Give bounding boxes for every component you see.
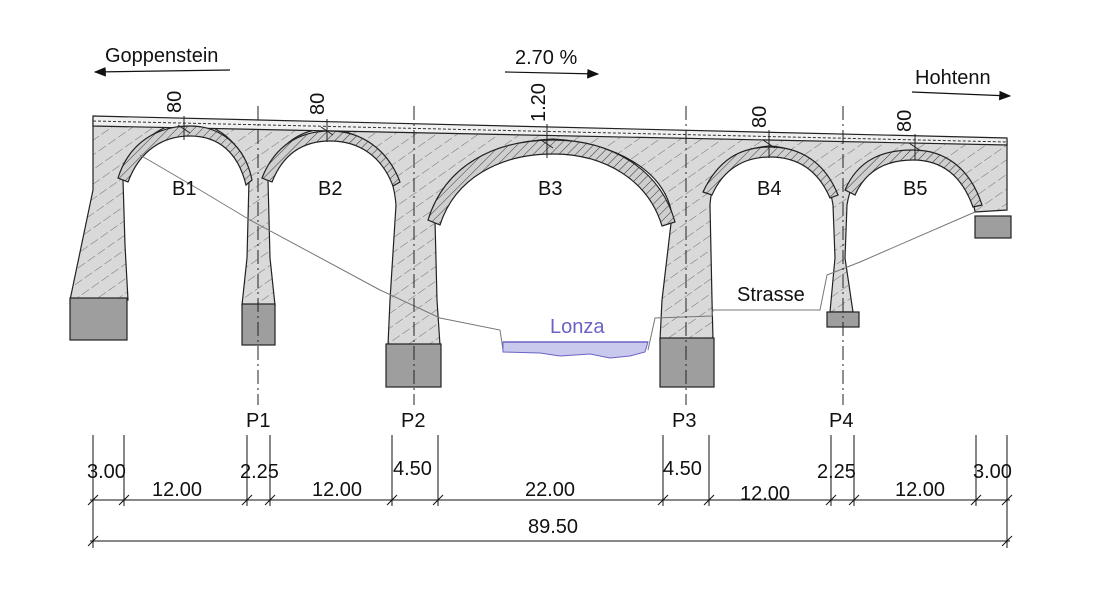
dimension-segment-4: 12.00 [312,479,362,501]
thickness-label-b1: 80 [164,91,186,113]
dimension-segment-11: 3.00 [973,461,1012,483]
dimension-segment-10: 12.00 [895,479,945,501]
dimension-total: 89.50 [528,516,578,538]
arch-ring-b5 [844,149,983,208]
arrow-goppenstein [93,67,231,77]
river-water [502,341,649,359]
crown-marker-b3 [540,124,554,158]
river-label: Lonza [550,316,605,338]
dimension-segment-7: 4.50 [663,458,702,480]
direction-left-label: Goppenstein [105,45,218,67]
crown-marker-b5 [908,134,922,160]
arch-label-b4: B4 [757,178,781,200]
dimension-segment-5: 4.50 [393,458,432,480]
pier-label-p4: P4 [829,410,853,432]
thickness-label-b2: 80 [307,93,329,115]
road-label: Strasse [737,284,805,306]
thickness-label-b5: 80 [894,110,916,132]
deck-layer-line [92,120,1008,143]
arch-label-b1: B1 [172,178,196,200]
dimension-chain [87,435,1013,548]
thickness-label-b3: 1.20 [528,83,550,122]
arrow-grade [504,68,600,79]
arch-label-b5: B5 [903,178,927,200]
foundation-p3 [659,337,715,388]
arch-label-b2: B2 [318,178,342,200]
arch-ring-b2 [261,130,401,187]
crown-marker-b1 [177,116,191,140]
pier-label-p2: P2 [401,410,425,432]
arch-ring-b3 [427,139,676,227]
crown-marker-b4 [762,130,776,158]
dimension-segment-3: 2.25 [240,461,279,483]
arch-ring-b1 [117,125,253,187]
pier-label-p3: P3 [672,410,696,432]
thickness-label-b4: 80 [749,106,771,128]
dimension-segment-9: 2.25 [817,461,856,483]
pier-label-p1: P1 [246,410,270,432]
arrow-hohtenn [911,90,1012,101]
foundation-abutment-left [69,297,128,341]
terrain-right [647,211,976,351]
foundation-abutment-right [974,215,1012,239]
dimension-segment-6: 22.00 [525,479,575,501]
direction-right-label: Hohtenn [915,67,991,89]
dimension-segment-1: 3.00 [87,461,126,483]
crown-marker-b2 [320,119,334,142]
terrain-left [139,154,504,351]
dimension-segment-2: 12.00 [152,479,202,501]
grade-label: 2.70 % [515,47,577,69]
arch-label-b3: B3 [538,178,562,200]
dimension-segment-8: 12.00 [740,483,790,505]
arch-ring-b4 [702,146,839,199]
deck [92,115,1008,146]
